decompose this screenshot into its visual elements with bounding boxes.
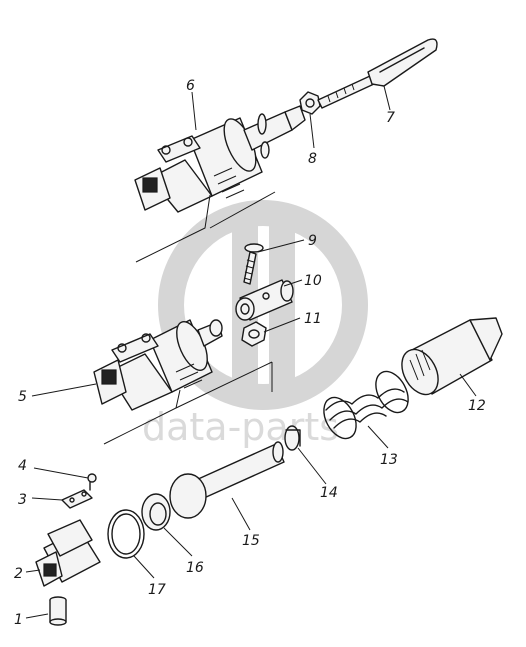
callout-5: 5 bbox=[18, 383, 97, 405]
part-17-oring bbox=[107, 509, 145, 559]
callout-1: 1 bbox=[14, 612, 49, 628]
callout-8: 8 bbox=[308, 113, 317, 167]
callout-6: 6 bbox=[186, 78, 197, 131]
callout-11: 11 bbox=[263, 311, 322, 333]
callout-17: 17 bbox=[133, 555, 166, 598]
callout-13-label: 13 bbox=[380, 452, 398, 468]
callout-14: 14 bbox=[297, 447, 338, 501]
callout-16-label: 16 bbox=[186, 560, 204, 576]
part-15-shaft bbox=[169, 441, 285, 519]
callout-10-label: 10 bbox=[304, 273, 322, 289]
callout-14-label: 14 bbox=[320, 485, 338, 501]
part-16-seal bbox=[141, 493, 171, 531]
part-2-head bbox=[35, 519, 101, 587]
part-13-spring bbox=[323, 370, 409, 440]
part-7-fork-rod bbox=[317, 38, 438, 109]
callout-13: 13 bbox=[367, 425, 398, 468]
callout-6-label: 6 bbox=[186, 78, 195, 94]
part-9-bolt bbox=[243, 243, 264, 285]
callout-1-label: 1 bbox=[14, 612, 23, 628]
watermark-logo: data-parts bbox=[142, 200, 368, 449]
callout-9: 9 bbox=[257, 233, 317, 253]
callout-5-label: 5 bbox=[18, 389, 27, 405]
callout-7: 7 bbox=[383, 85, 395, 126]
callout-9-label: 9 bbox=[308, 233, 317, 249]
callout-4: 4 bbox=[18, 458, 89, 479]
part-8-nut bbox=[299, 91, 321, 115]
callout-12-label: 12 bbox=[468, 398, 486, 414]
callout-17-label: 17 bbox=[148, 582, 166, 598]
watermark-text: data-parts bbox=[142, 405, 339, 449]
callout-8-label: 8 bbox=[308, 151, 317, 167]
callout-11-label: 11 bbox=[304, 311, 322, 327]
part-4-screw bbox=[87, 473, 97, 491]
callout-3: 3 bbox=[18, 492, 63, 508]
callout-3-label: 3 bbox=[18, 492, 27, 508]
part-11-nut bbox=[241, 321, 267, 347]
part-12-boot bbox=[401, 317, 503, 396]
callout-7-label: 7 bbox=[386, 110, 395, 126]
part-14-washer bbox=[284, 425, 301, 451]
part-1-bushing bbox=[49, 596, 67, 626]
part-5-assembly bbox=[93, 319, 273, 445]
callout-4-label: 4 bbox=[18, 458, 27, 474]
callout-2-label: 2 bbox=[14, 566, 23, 582]
callout-2: 2 bbox=[14, 566, 41, 582]
callout-16: 16 bbox=[163, 527, 204, 576]
part-10-sleeve bbox=[235, 279, 294, 321]
part-3-plate bbox=[61, 489, 93, 509]
callout-12: 12 bbox=[459, 373, 486, 414]
part-6-assembly bbox=[134, 105, 306, 263]
callout-15-label: 15 bbox=[242, 533, 260, 549]
callout-10: 10 bbox=[283, 273, 322, 289]
callout-15: 15 bbox=[231, 497, 260, 549]
